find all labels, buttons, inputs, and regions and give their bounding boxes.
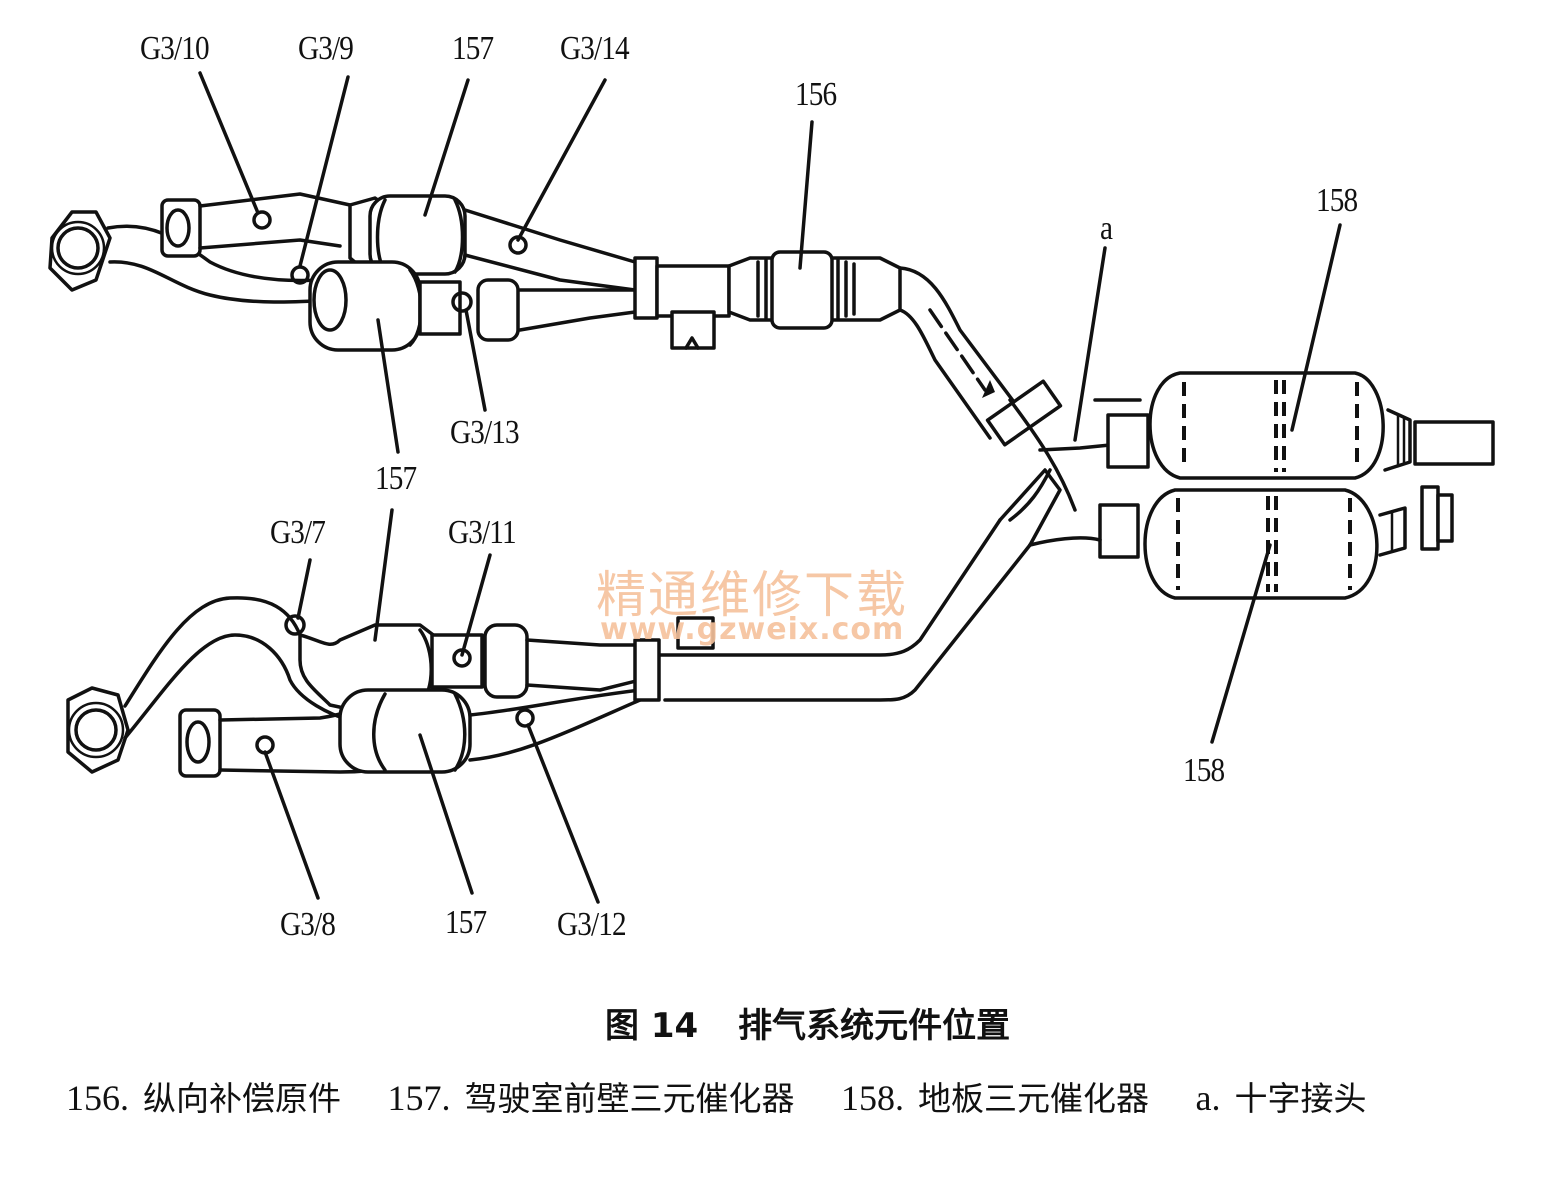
legend-desc: 驾驶室前壁三元催化器	[464, 1079, 795, 1118]
callout-157-bottom: 157	[445, 904, 487, 941]
flex-element-156	[727, 250, 902, 330]
callout-157-top: 157	[452, 30, 494, 67]
legend-desc: 十字接头	[1234, 1079, 1367, 1118]
callout-156: 156	[795, 76, 837, 113]
legend-item: 156. 纵向补偿原件	[66, 1078, 341, 1118]
legend-item: a. 十字接头	[1195, 1078, 1367, 1118]
watermark-url: www.gzweix.com	[600, 612, 905, 647]
upper-downpipe	[898, 266, 1022, 440]
lower-pipe-long	[123, 596, 352, 740]
sensor-g3-12	[515, 708, 535, 728]
sensor-g3-10	[252, 210, 272, 230]
legend-item: 157. 驾驶室前壁三元催化器	[387, 1078, 795, 1118]
upper-short-flange	[160, 192, 352, 258]
figure-legend: 156. 纵向补偿原件 157. 驾驶室前壁三元催化器 158. 地板三元催化器 a.…	[66, 1064, 1486, 1133]
legend-desc: 地板三元催化器	[918, 1079, 1149, 1118]
floor-catalyst-158-upper	[1106, 371, 1495, 480]
cross-joint-a	[985, 379, 1142, 522]
legend-desc: 纵向补偿原件	[143, 1079, 341, 1118]
figure-caption: 图 14 排气系统元件位置	[605, 998, 1010, 1047]
callout-g3-14: G3/14	[560, 30, 630, 67]
sensor-g3-7	[284, 614, 306, 636]
callout-g3-9: G3/9	[298, 30, 354, 67]
lower-downpipe	[658, 468, 1102, 702]
lower-left-flange	[66, 686, 130, 774]
legend-key: 157.	[387, 1078, 451, 1118]
callout-g3-7: G3/7	[270, 514, 326, 551]
legend-key: 156.	[66, 1078, 129, 1118]
figure-title: 排气系统元件位置	[738, 1006, 1011, 1046]
legend-key: a.	[1195, 1078, 1221, 1118]
upper-y-merge	[463, 208, 731, 350]
callout-g3-12: G3/12	[557, 906, 627, 943]
leader-lines	[198, 71, 1342, 904]
exhaust-system-diagram: G3/10 G3/9 157 G3/14 156 a 158 G3/13 157…	[48, 30, 1495, 943]
callout-g3-13: G3/13	[450, 414, 520, 451]
callout-g3-11: G3/11	[448, 514, 517, 551]
legend-item: 158. 地板三元催化器	[841, 1078, 1149, 1118]
diagram-drawing	[48, 71, 1495, 904]
floor-catalyst-158-lower	[1098, 485, 1454, 600]
callout-157-mid: 157	[375, 460, 417, 497]
upper-left-flange	[48, 210, 112, 292]
upper-catalyst-157-a	[348, 194, 467, 277]
lower-catalyst-157-b	[338, 688, 642, 774]
upper-pipe-long	[106, 224, 332, 304]
upper-catalyst-157-b	[308, 260, 520, 352]
callout-158-bottom: 158	[1183, 752, 1225, 789]
callout-a: a	[1100, 210, 1113, 247]
callout-g3-10: G3/10	[140, 30, 210, 67]
callout-g3-8: G3/8	[280, 906, 336, 943]
callout-158-top: 158	[1316, 182, 1358, 219]
legend-key: 158.	[841, 1078, 904, 1118]
lower-y-merge	[633, 616, 715, 702]
sensor-g3-13	[451, 291, 473, 313]
watermark-text: 精通维修下载	[596, 566, 908, 624]
figure-number: 图 14	[605, 1006, 699, 1046]
